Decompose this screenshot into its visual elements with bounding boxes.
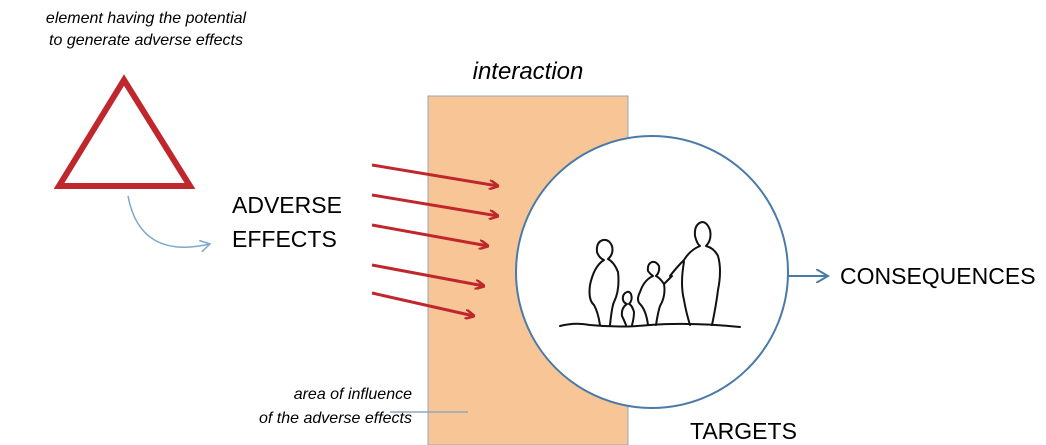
- targets-circle: [515, 135, 789, 409]
- interaction-label: interaction: [472, 58, 584, 85]
- area-caption-line2: of the adverse effects: [259, 410, 412, 427]
- adverse-arrow-4: [371, 263, 484, 286]
- adverse-arrow-2: [371, 193, 498, 216]
- adverse-arrow-5: [371, 291, 474, 316]
- targets-label: TARGETS: [690, 418, 797, 444]
- area-caption-line1: area of influence: [293, 386, 412, 403]
- family-silhouette-icon: [559, 221, 741, 328]
- adverse-arrow-3: [371, 223, 488, 246]
- curved-arrow: [127, 195, 210, 247]
- area-caption: area of influence of the adverse effects: [210, 383, 412, 431]
- hazard-caption: element having the potential to generate…: [0, 8, 292, 52]
- hazard-caption-line2: to generate adverse effects: [49, 32, 243, 49]
- adverse-effects-label: ADVERSE EFFECTS: [232, 188, 342, 256]
- hazard-caption-line1: element having the potential: [45, 10, 247, 27]
- adverse-effect-arrows: [371, 163, 498, 316]
- adverse-effects-line2: EFFECTS: [232, 226, 337, 252]
- adverse-arrow-1: [371, 163, 498, 186]
- consequences-label: CONSEQUENCES: [840, 263, 1036, 289]
- adverse-effects-line1: ADVERSE: [232, 192, 342, 218]
- hazard-triangle: [53, 74, 196, 189]
